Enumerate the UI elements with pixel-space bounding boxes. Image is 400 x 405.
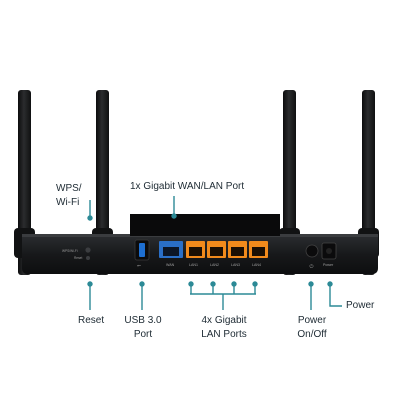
lan4-device-label: LAN4 — [252, 263, 261, 267]
usb-icon: ⭠ — [137, 263, 141, 269]
reset-button — [86, 256, 90, 260]
power-button — [305, 244, 319, 258]
callout-dot-wps — [87, 215, 93, 221]
callout-power: Power — [346, 300, 375, 311]
callout-wps: WPS/ Wi-Fi — [56, 182, 82, 210]
callout-wps-line1: WPS/ — [56, 183, 82, 194]
lan-port-4-socket — [252, 247, 265, 256]
router-rear-panel — [130, 214, 280, 236]
lan-port-3-socket — [231, 247, 244, 256]
lan3-device-label: LAN3 — [231, 263, 240, 267]
callout-wps-line2: Wi-Fi — [56, 197, 80, 208]
reset-device-label: Reset — [74, 256, 82, 260]
lan-port-1-socket — [189, 247, 202, 256]
callout-dot-reset — [87, 281, 93, 287]
callout-power-onoff-line2: On/Off — [297, 329, 327, 340]
callout-wan-port: 1x Gigabit WAN/LAN Port — [130, 181, 245, 192]
callout-power-onoff-line1: Power — [297, 315, 327, 326]
callout-line-power — [329, 286, 342, 307]
callout-lan-ports: 4x Gigabit LAN Ports — [194, 314, 254, 342]
callout-dot-lan3 — [231, 281, 237, 287]
power-device-label: Power — [323, 263, 334, 267]
lan1-device-label: LAN1 — [189, 263, 198, 267]
callout-usb-line1: USB 3.0 — [124, 315, 162, 326]
lan2-device-label: LAN2 — [210, 263, 219, 267]
callout-reset: Reset — [78, 315, 105, 326]
callout-usb-line2: Port — [133, 329, 153, 340]
callout-dot-lan4 — [252, 281, 258, 287]
callout-lines — [87, 196, 342, 310]
wps-button — [85, 247, 91, 253]
wps-device-label: WPS/Wi-Fi — [62, 249, 78, 253]
wan-device-label: WAN — [166, 263, 175, 267]
callout-dot-power — [327, 281, 333, 287]
callout-dot-usb — [139, 281, 145, 287]
callout-lan-line2: LAN Ports — [201, 329, 247, 340]
power-jack-hole — [326, 248, 332, 254]
callout-power-onoff: Power On/Off — [292, 314, 332, 342]
callout-dot-lan1 — [188, 281, 194, 287]
usb-port-insert — [139, 243, 145, 257]
wan-port-socket — [163, 247, 179, 256]
callout-dot-wan — [171, 213, 177, 219]
callout-lan-line1: 4x Gigabit — [201, 315, 247, 326]
power-symbol-icon: ⏻ — [310, 264, 314, 270]
callout-dot-lan2 — [210, 281, 216, 287]
callout-usb: USB 3.0 Port — [122, 314, 164, 342]
callout-dot-power-onoff — [308, 281, 314, 287]
lan-port-2-socket — [210, 247, 223, 256]
